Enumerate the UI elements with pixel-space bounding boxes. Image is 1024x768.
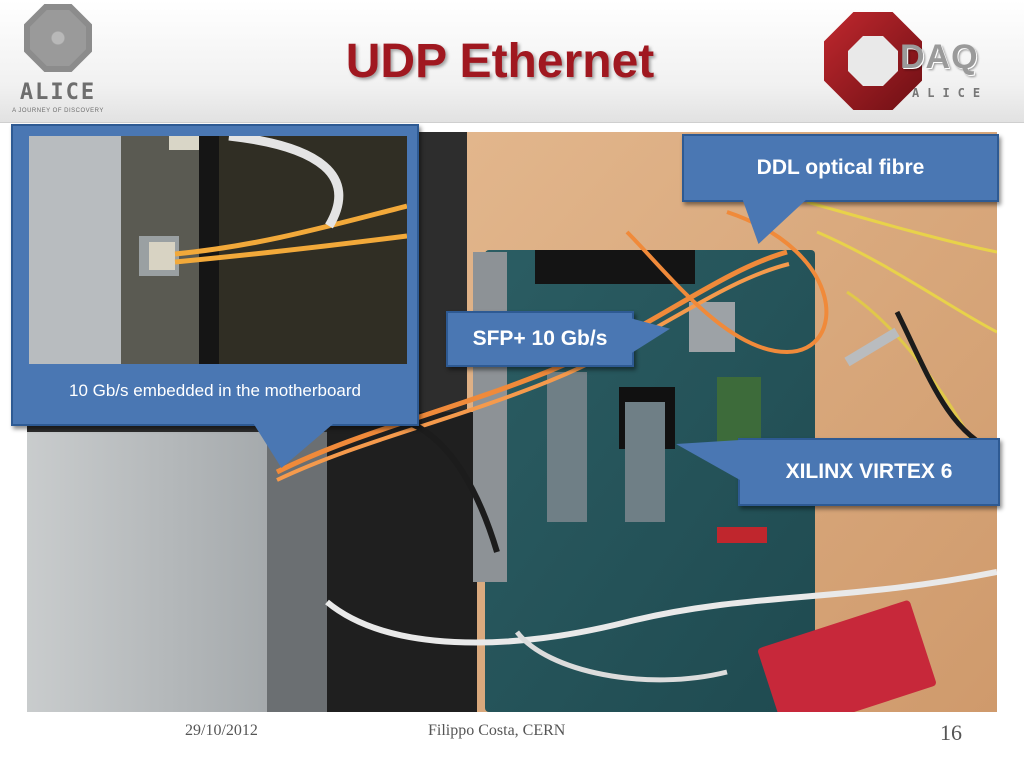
page-number: 16 [940, 720, 962, 745]
alice-logo-word: ALICE [19, 80, 97, 105]
xilinx-callout: XILINX VIRTEX 6 [738, 438, 1000, 506]
motherboard-ethernet-photo [29, 136, 407, 364]
sfp-label: SFP+ 10 Gb/s [472, 327, 608, 350]
sfp-callout: SFP+ 10 Gb/s [446, 311, 634, 367]
footer-author: Filippo Costa, CERN [428, 722, 566, 739]
alice-logo: ALICE A JOURNEY OF DISCOVERY [8, 4, 108, 120]
slide-header: ALICE A JOURNEY OF DISCOVERY UDP Etherne… [0, 0, 1024, 123]
slide-title: UDP Ethernet [345, 35, 655, 88]
alice-logo-tagline: A JOURNEY OF DISCOVERY [12, 108, 104, 114]
ddl-optical-fibre-callout: DDL optical fibre [682, 134, 999, 202]
alice-detector-icon [30, 10, 86, 66]
daq-logo-word: DAQ [900, 38, 979, 76]
xilinx-label: XILINX VIRTEX 6 [785, 460, 953, 483]
daq-logo: DAQ ALICE [818, 6, 1018, 116]
inset-caption: 10 Gb/s embedded in the motherboard [68, 381, 362, 400]
motherboard-ethernet-inset: 10 Gb/s embedded in the motherboard [11, 124, 419, 426]
ddl-optical-fibre-label: DDL optical fibre [756, 156, 925, 179]
footer-date: 29/10/2012 [185, 722, 258, 739]
daq-octagon-inner [848, 36, 898, 86]
motherboard-ethernet-illustration [29, 136, 407, 364]
daq-logo-subtitle: ALICE [912, 86, 989, 100]
